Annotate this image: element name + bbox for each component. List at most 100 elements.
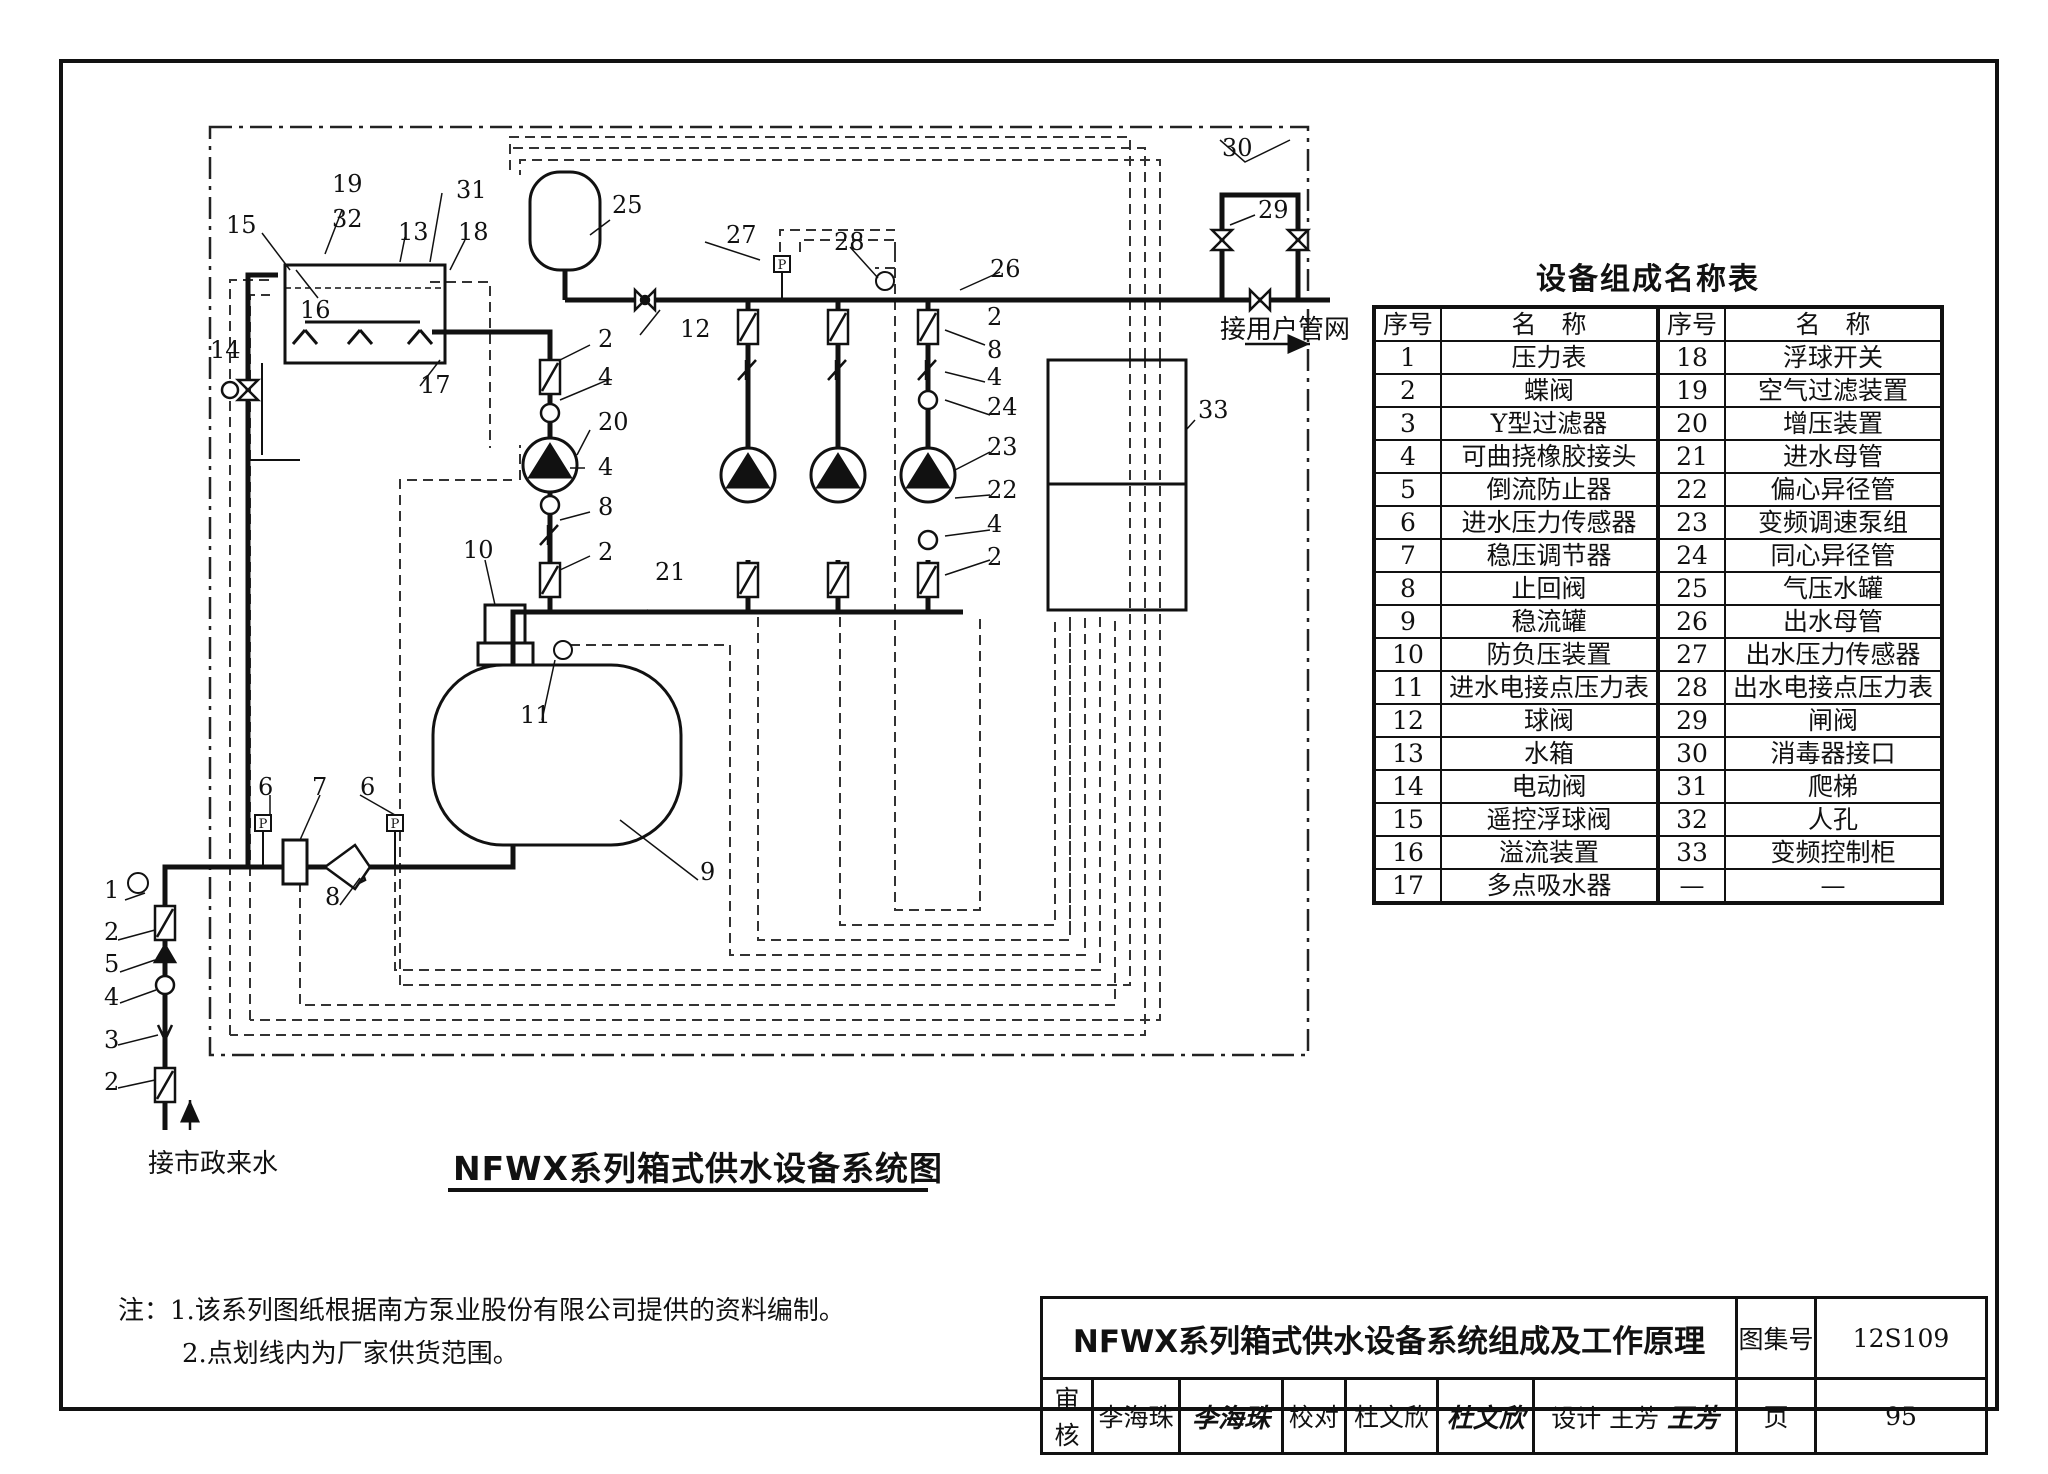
svg-text:2: 2 xyxy=(987,303,1002,331)
part-name: 水箱 xyxy=(1440,736,1659,771)
check-label: 校对 xyxy=(1281,1377,1347,1455)
part-no: 1 xyxy=(1373,340,1442,375)
note-2: 2.点划线内为厂家供货范围。 xyxy=(182,1339,519,1369)
butterfly-valves xyxy=(153,308,940,1104)
callout-numbers: 1 2 3 4 5 6 7 8 9 10 11 12 13 14 15 16 1… xyxy=(104,134,1289,1054)
svg-text:21: 21 xyxy=(655,558,686,586)
pressure-sensor-marks: P P P xyxy=(259,258,787,832)
svg-text:6: 6 xyxy=(360,773,375,801)
part-name: 浮球开关 xyxy=(1724,340,1943,375)
svg-text:2: 2 xyxy=(104,1068,119,1096)
part-no: 23 xyxy=(1656,505,1726,540)
inlet-label: 接市政来水 xyxy=(148,1149,278,1179)
svg-text:18: 18 xyxy=(458,218,489,246)
checker-signature: 杜文欣 xyxy=(1436,1377,1536,1455)
svg-text:28: 28 xyxy=(834,228,865,256)
part-name: 电动阀 xyxy=(1440,769,1659,804)
outlet-label: 接用户管网 xyxy=(1220,315,1350,345)
svg-text:P: P xyxy=(778,258,787,273)
part-name: 止回阀 xyxy=(1440,571,1659,606)
drawing-frame xyxy=(59,59,1999,1411)
svg-text:12: 12 xyxy=(680,315,711,343)
diagram-title: NFWX系列箱式供水设备系统图 xyxy=(453,1149,944,1188)
designer: 王芳 xyxy=(1609,1403,1660,1433)
parts-table-title: 设备组成名称表 xyxy=(1536,262,1760,297)
svg-text:25: 25 xyxy=(612,191,643,219)
header-no: 序号 xyxy=(1656,306,1726,342)
part-name: 偏心异径管 xyxy=(1724,472,1943,507)
svg-text:29: 29 xyxy=(1258,196,1289,224)
part-name: 压力表 xyxy=(1440,340,1659,375)
svg-text:13: 13 xyxy=(398,218,429,246)
svg-text:11: 11 xyxy=(520,701,551,729)
part-no: 4 xyxy=(1373,439,1442,474)
designer-signature: 王芳 xyxy=(1667,1403,1720,1434)
part-name: 消毒器接口 xyxy=(1724,736,1943,771)
part-no: 11 xyxy=(1373,670,1442,705)
part-name: 同心异径管 xyxy=(1724,538,1943,573)
stabilizing-tank xyxy=(431,663,683,847)
part-name: 倒流防止器 xyxy=(1440,472,1659,507)
part-name: 球阀 xyxy=(1440,703,1659,738)
part-name: 增压装置 xyxy=(1724,406,1943,441)
pressure-tank xyxy=(528,170,602,272)
header-name: 名 称 xyxy=(1724,306,1943,342)
part-name: 进水电接点压力表 xyxy=(1440,670,1659,705)
part-name: 爬梯 xyxy=(1724,769,1943,804)
part-no: 13 xyxy=(1373,736,1442,771)
part-no: 2 xyxy=(1373,373,1442,408)
leader-lines xyxy=(117,139,1291,1089)
parts-table-header: 序号 名 称 序号 名 称 xyxy=(1373,306,1943,342)
svg-text:14: 14 xyxy=(210,336,241,364)
part-no: 30 xyxy=(1656,736,1726,771)
notes-prefix: 注： xyxy=(118,1296,171,1326)
part-name: — xyxy=(1724,868,1943,905)
part-no: — xyxy=(1656,868,1726,905)
svg-text:20: 20 xyxy=(598,408,629,436)
supply-scope-boundary xyxy=(208,125,1310,1057)
part-name: 稳流罐 xyxy=(1440,604,1659,639)
page-number: 95 xyxy=(1814,1377,1988,1455)
svg-text:4: 4 xyxy=(104,983,119,1011)
diagram-title-underline xyxy=(448,1188,928,1192)
part-no: 9 xyxy=(1373,604,1442,639)
notes: 注：1.该系列图纸根据南方泵业股份有限公司提供的资料编制。 2.点划线内为厂家供… xyxy=(118,1290,845,1376)
svg-text:19: 19 xyxy=(332,170,363,198)
part-name: 出水压力传感器 xyxy=(1724,637,1943,672)
part-no: 16 xyxy=(1373,835,1442,870)
svg-text:4: 4 xyxy=(598,453,613,481)
part-no: 18 xyxy=(1656,340,1726,375)
svg-text:26: 26 xyxy=(990,255,1021,283)
gate-valves xyxy=(220,228,1312,402)
svg-text:P: P xyxy=(259,817,268,832)
part-name: 防负压装置 xyxy=(1440,637,1659,672)
svg-text:8: 8 xyxy=(987,336,1002,364)
svg-text:4: 4 xyxy=(987,363,1002,391)
pump-group xyxy=(521,436,957,504)
svg-text:2: 2 xyxy=(104,918,119,946)
part-no: 19 xyxy=(1656,373,1726,408)
svg-text:9: 9 xyxy=(700,858,715,886)
part-name: 进水母管 xyxy=(1724,439,1943,474)
control-cabinet xyxy=(1046,358,1188,612)
part-no: 10 xyxy=(1373,637,1442,672)
part-name: 稳压调节器 xyxy=(1440,538,1659,573)
svg-text:2: 2 xyxy=(987,543,1002,571)
svg-text:10: 10 xyxy=(463,536,494,564)
part-no: 31 xyxy=(1656,769,1726,804)
part-name: 空气过滤装置 xyxy=(1724,373,1943,408)
pressure-regulator xyxy=(281,838,309,886)
part-name: 多点吸水器 xyxy=(1440,868,1659,905)
part-no: 22 xyxy=(1656,472,1726,507)
pressure-gauges xyxy=(127,271,895,894)
header-name: 名 称 xyxy=(1440,306,1659,342)
